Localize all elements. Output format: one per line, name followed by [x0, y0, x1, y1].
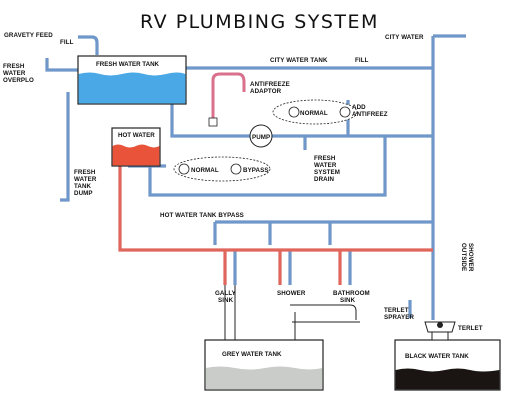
tank-dump-label-2: WATER	[74, 176, 97, 183]
tank-dump-pipe	[60, 92, 70, 202]
antifreeze-fitting	[208, 117, 218, 127]
bathroom-sink-label-2: SINK	[340, 297, 356, 304]
antifreeze-label-2: ADAPTOR	[250, 88, 282, 95]
city-water-tank-label: CITY WATER TANK	[270, 57, 328, 64]
shower-label: SHOWER	[277, 290, 306, 297]
gravity-feed-label: GRAVETY FEED	[4, 32, 53, 39]
hot-distribution-pipe	[118, 166, 433, 252]
overflow-label-2: WATER	[3, 70, 26, 77]
gravity-fill-label: FILL	[60, 39, 74, 46]
antifreeze-adaptor-pipe	[211, 72, 246, 120]
overflow-label-1: FRESH	[3, 63, 25, 70]
fresh-water-tank-label: FRESH WATER TANK	[96, 61, 160, 68]
drain-label-1: FRESH	[314, 155, 336, 162]
hot-water-level	[112, 144, 160, 166]
normal-label-1: NORMAL	[300, 110, 328, 117]
hot-water-label: HOT WATER	[118, 132, 155, 139]
terlet-sprayer-label-2: SPRAYER	[384, 314, 414, 321]
bypass-loop-pipe	[148, 136, 387, 197]
pump: PUMP	[249, 124, 273, 148]
drain-label-4: DRAIN	[314, 176, 335, 183]
drain-label-3: SYSTEM	[314, 169, 340, 176]
gally-sink-label-2: SINK	[218, 297, 234, 304]
pump-label: PUMP	[252, 134, 270, 141]
terlet-label: TERLET	[458, 325, 483, 332]
antifreeze-valves	[272, 99, 358, 125]
black-water-tank-label: BLACK WATER TANK	[405, 353, 469, 360]
antifreeze-label-1: ANTIFREEZE	[250, 81, 290, 88]
hot-water-pipes	[118, 166, 433, 285]
outside-shower-label-2: SHOWER	[467, 243, 474, 272]
bypass-valve-icon	[230, 163, 242, 175]
bypass-valve-group	[173, 156, 271, 182]
terlet-sprayer-label-1: TERLET	[384, 307, 409, 314]
bypass-valves	[173, 156, 271, 182]
grey-water-tank: GREY WATER TANK	[204, 339, 324, 391]
overflow-pipe	[45, 62, 78, 72]
tank-outlet-pipe	[170, 104, 250, 138]
normal-bypass-valve-icon	[178, 163, 190, 175]
grey-water-level	[205, 366, 323, 390]
black-water-tank: BLACK WATER TANK	[394, 339, 501, 391]
normal-valve-icon	[288, 106, 300, 118]
gravity-feed-pipe	[78, 35, 99, 55]
bypass-label: BYPASS	[243, 167, 269, 174]
city-fill-label: FILL	[355, 57, 369, 64]
tank-dump-label-4: DUMP	[74, 190, 93, 197]
toilet	[424, 321, 456, 341]
overflow-label-3: OVERPLO	[3, 77, 34, 84]
tank-dump-label-3: TANK	[74, 183, 92, 190]
outside-shower-label-1: OUTSIDE	[460, 243, 467, 271]
diagram-title: RV PLUMBING SYSTEM	[140, 11, 379, 33]
add-antifreeze-valve-icon	[339, 106, 351, 118]
outside-shower-label-group: OUTSIDE SHOWER	[460, 243, 474, 272]
add-antifreeze-label-2: ANTIFREEZ	[352, 111, 388, 118]
tank-dump-label-1: FRESH	[74, 169, 96, 176]
toilet-base	[431, 331, 449, 341]
fresh-water-level	[78, 72, 186, 104]
grey-water-tank-label: GREY WATER TANK	[222, 351, 282, 358]
drain-label-2: WATER	[314, 162, 337, 169]
hot-water-heater: HOT WATER	[111, 127, 161, 167]
add-antifreeze-label-1: ADD	[352, 104, 366, 111]
black-water-level	[395, 368, 500, 390]
normal-label-2: NORMAL	[191, 167, 219, 174]
toilet-seat	[437, 322, 443, 328]
bathroom-sink-label-1: BATHROOM	[333, 290, 370, 297]
hot-water-bypass-label: HOT WATER TANK BYPASS	[160, 212, 244, 219]
gally-sink-label-1: GALLY	[215, 290, 237, 297]
pump-body	[249, 124, 273, 148]
antifreeze-valve-group	[272, 99, 358, 125]
fresh-water-tank: FRESH WATER TANK	[77, 55, 187, 105]
city-water-label: CITY WATER	[385, 34, 424, 41]
shower-drain	[290, 304, 357, 340]
